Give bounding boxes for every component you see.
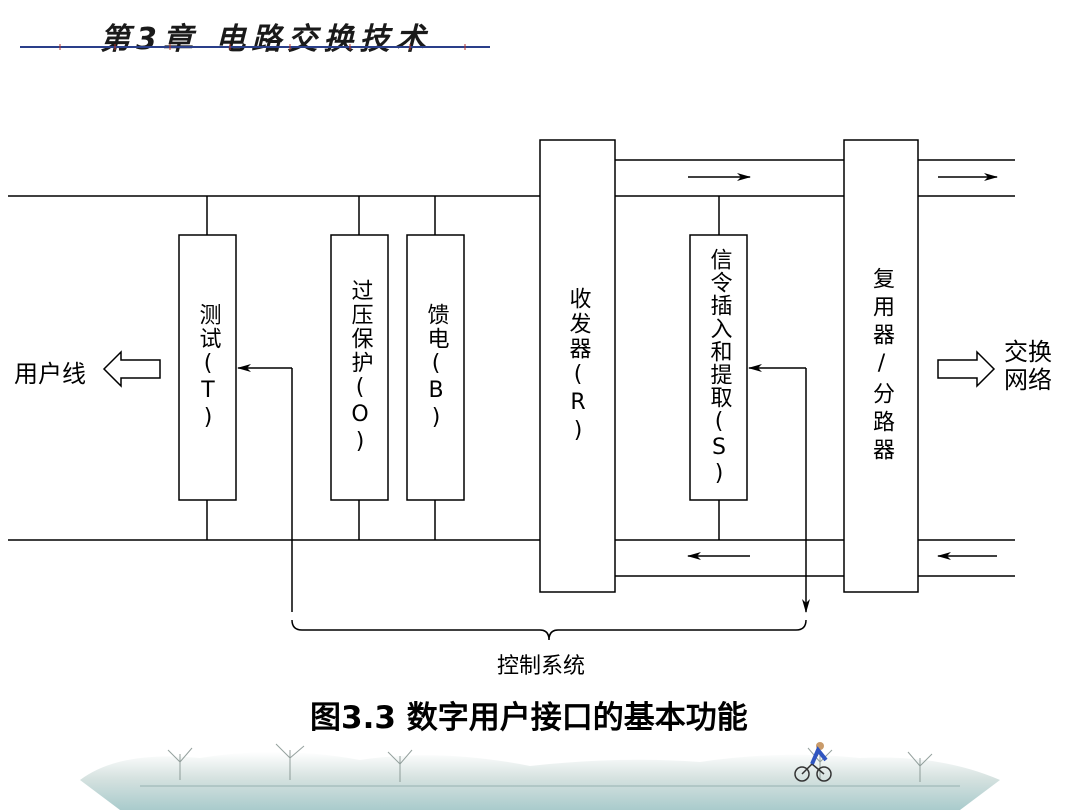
cyclist-icon — [794, 742, 832, 782]
footer-landscape-image — [80, 742, 1000, 810]
header-underline-decoration — [20, 44, 490, 50]
overvoltage-block — [330, 234, 389, 501]
figure-caption: 图3.3 数字用户接口的基本功能 — [310, 700, 748, 736]
switch-network-label: 交换网络 — [1004, 338, 1052, 394]
test-block — [178, 234, 237, 501]
feed-block — [406, 234, 465, 501]
mux-block-label: 复用器/分路器 — [869, 266, 894, 466]
feed-block-label: 馈电(B) — [423, 303, 449, 432]
control-system-label: 控制系统 — [497, 654, 586, 679]
signaling-block — [689, 234, 748, 501]
transceiver-block — [539, 139, 616, 593]
signaling-block-label: 信令插入和提取(S) — [706, 248, 732, 487]
transceiver-block-label: 收发器(R) — [565, 286, 591, 446]
chapter-title: 第3章 电路交换技术 — [100, 22, 432, 57]
user-line-label: 用户线 — [14, 360, 86, 388]
test-block-label: 测试(T) — [195, 303, 221, 432]
switch-network-hollow-arrow — [937, 350, 996, 388]
mux-block — [843, 139, 919, 593]
overvoltage-block-label: 过压保护(O) — [347, 279, 373, 456]
user-line-hollow-arrow — [102, 350, 161, 388]
control-brace — [291, 619, 807, 641]
